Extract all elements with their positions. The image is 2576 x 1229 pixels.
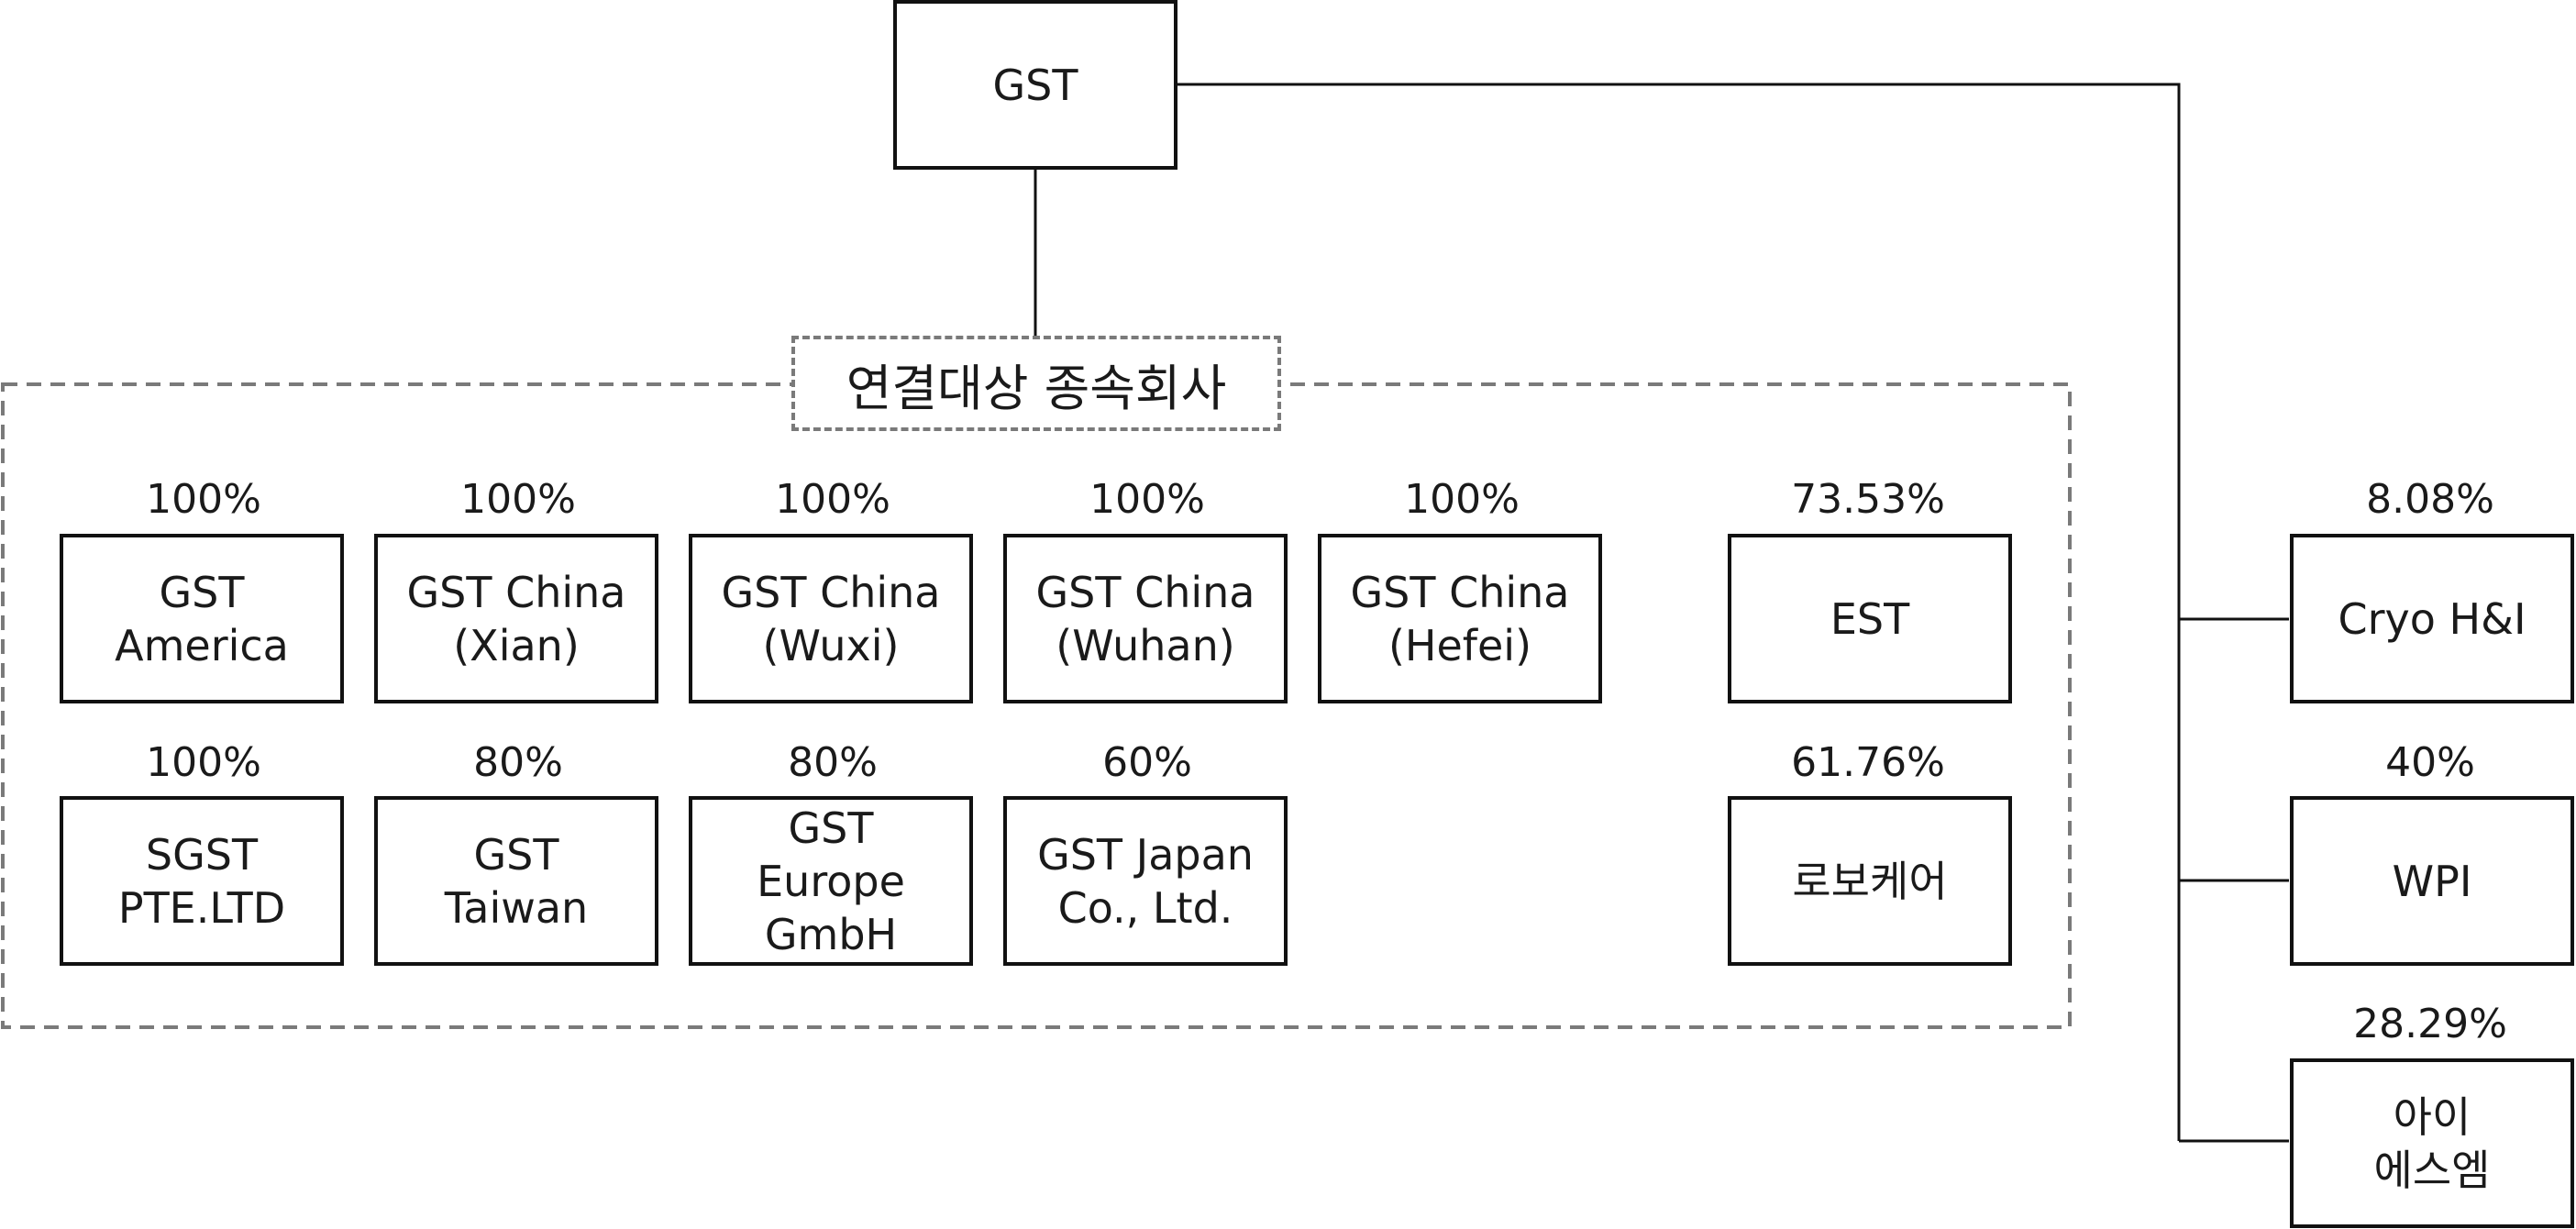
subsidiary-share: 100% bbox=[1404, 476, 1520, 523]
subsidiary-box: GST China (Xian) bbox=[374, 534, 658, 703]
subsidiary-share: 100% bbox=[146, 739, 261, 786]
subsidiary-share: 100% bbox=[460, 476, 576, 523]
subsidiary-box: GST Japan Co., Ltd. bbox=[1003, 796, 1288, 966]
subsidiary-share: 73.53% bbox=[1791, 476, 1945, 523]
subsidiary-box: 로보케어 bbox=[1728, 796, 2012, 966]
subsidiary-box: SGST PTE.LTD bbox=[60, 796, 344, 966]
affiliate-share: 40% bbox=[2385, 739, 2475, 786]
affiliate-box: 아이 에스엠 bbox=[2290, 1058, 2574, 1228]
subsidiary-box: GST Europe GmbH bbox=[689, 796, 973, 966]
subsidiary-box: EST bbox=[1728, 534, 2012, 703]
affiliate-box: WPI bbox=[2290, 796, 2574, 966]
subsidiary-share: 60% bbox=[1102, 739, 1192, 786]
affiliate-box: Cryo H&I bbox=[2290, 534, 2574, 703]
subsidiary-box: GST China (Wuhan) bbox=[1003, 534, 1288, 703]
subsidiary-share: 80% bbox=[473, 739, 563, 786]
subsidiary-box: GST China (Hefei) bbox=[1318, 534, 1602, 703]
subsidiary-share: 80% bbox=[788, 739, 878, 786]
affiliate-share: 28.29% bbox=[2353, 1001, 2507, 1047]
subsidiary-share: 100% bbox=[146, 476, 261, 523]
subsidiary-share: 100% bbox=[1089, 476, 1205, 523]
root-company-box: GST bbox=[893, 0, 1177, 170]
affiliate-share: 8.08% bbox=[2366, 476, 2494, 523]
subsidiary-box: GST America bbox=[60, 534, 344, 703]
root-to-affiliates-connector bbox=[1177, 83, 2181, 1141]
subsidiary-share: 100% bbox=[775, 476, 890, 523]
subsidiary-box: GST China (Wuxi) bbox=[689, 534, 973, 703]
subsidiary-box: GST Taiwan bbox=[374, 796, 658, 966]
consolidated-group-label: 연결대상 종속회사 bbox=[791, 336, 1281, 431]
subsidiary-share: 61.76% bbox=[1791, 739, 1945, 786]
